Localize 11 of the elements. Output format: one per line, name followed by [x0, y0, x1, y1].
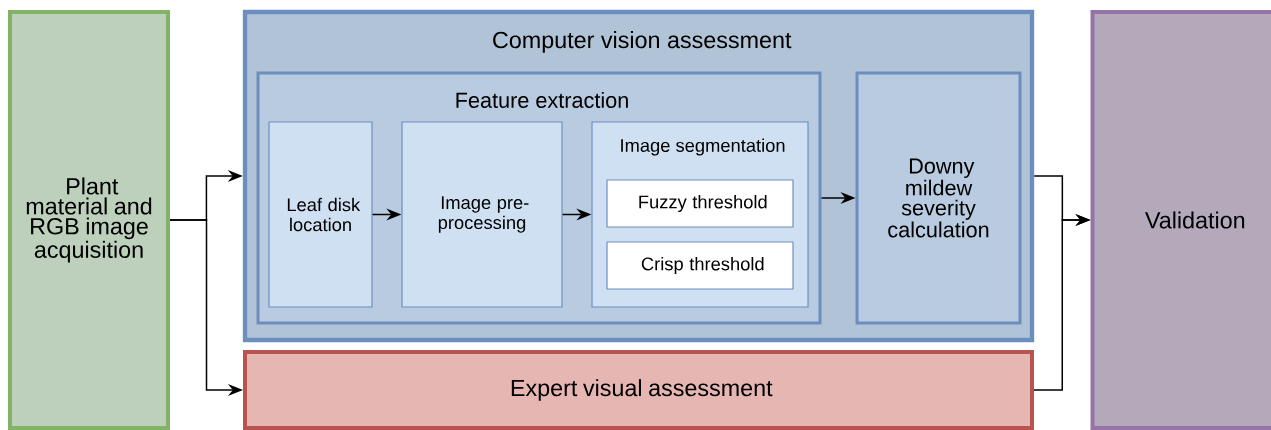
- panel-title: Feature extraction: [456, 92, 628, 108]
- process-box: Fuzzy threshold: [606, 179, 794, 228]
- process-box: Image pre-processing: [401, 121, 563, 308]
- panel-title: Computer vision assessment: [493, 31, 792, 53]
- process-box: Downy mildew severity calculation: [855, 71, 1022, 325]
- output-box: Validation: [1090, 10, 1271, 430]
- input-box: Plant material and RGB image acquisition: [8, 10, 170, 430]
- process-box: Crisp threshold: [606, 241, 794, 290]
- panel-title: Image segmentation: [621, 138, 785, 156]
- process-box: Expert visual assessment: [243, 350, 1034, 430]
- process-box: Leaf disk location: [268, 121, 373, 308]
